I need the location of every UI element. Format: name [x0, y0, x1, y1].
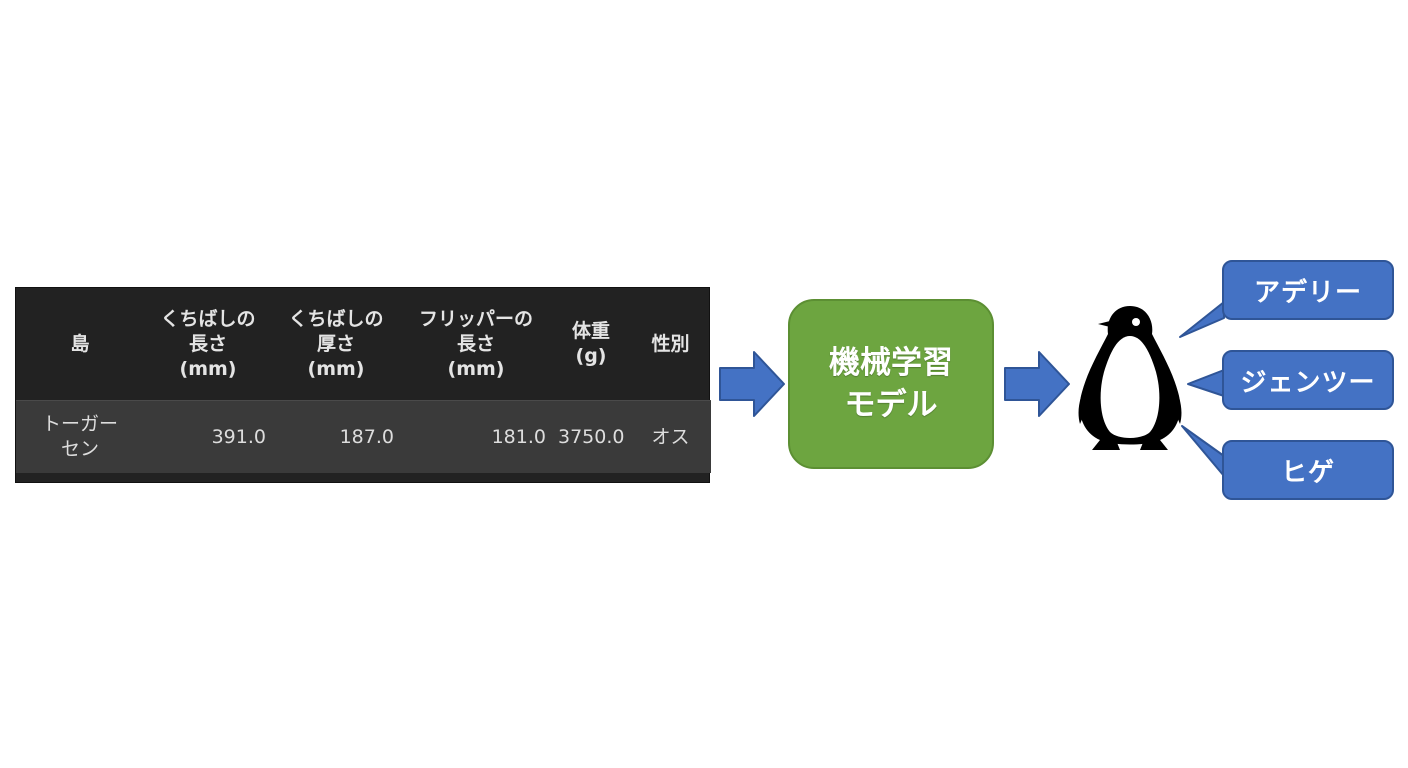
arrow-right-icon: [719, 351, 785, 417]
cell-flipper-length: 181.0: [400, 400, 552, 473]
feature-table: 島 くちばしの 長さ (mm) くちばしの 厚さ (mm) フリッパーの 長さ …: [16, 288, 711, 473]
class-callout-adelie: アデリー: [1222, 260, 1394, 320]
cell-body-mass: 3750.0: [552, 400, 630, 473]
class-callout-gentoo: ジェンツー: [1222, 350, 1394, 410]
cell-bill-length: 391.0: [144, 400, 272, 473]
class-label-chinstrap: ヒゲ: [1280, 457, 1335, 488]
model-label: 機械学習 モデル: [829, 345, 953, 423]
header-flipper-length: フリッパーの 長さ (mm): [418, 307, 533, 380]
arrow-right-icon: [1004, 351, 1070, 417]
class-label-adelie: アデリー: [1253, 277, 1362, 308]
table-header-row: 島 くちばしの 長さ (mm) くちばしの 厚さ (mm) フリッパーの 長さ …: [16, 288, 711, 401]
header-island: 島: [70, 332, 90, 355]
ml-model-box: 機械学習 モデル: [788, 299, 994, 469]
penguin-icon: [1078, 306, 1182, 450]
header-bill-depth: くちばしの 厚さ (mm): [288, 307, 384, 380]
header-body-mass: 体重 (g): [571, 320, 610, 367]
penguin-data-table: 島 くちばしの 長さ (mm) くちばしの 厚さ (mm) フリッパーの 長さ …: [15, 287, 711, 483]
cell-sex: オス: [630, 400, 711, 473]
cell-island: トーガー セン: [16, 400, 144, 473]
class-label-gentoo: ジェンツー: [1240, 367, 1376, 398]
header-sex: 性別: [651, 332, 690, 355]
class-callout-chinstrap: ヒゲ: [1222, 440, 1394, 500]
cell-bill-depth: 187.0: [272, 400, 400, 473]
table-row: トーガー セン 391.0 187.0 181.0 3750.0 オス: [16, 400, 711, 473]
header-bill-length: くちばしの 長さ (mm): [160, 307, 256, 380]
